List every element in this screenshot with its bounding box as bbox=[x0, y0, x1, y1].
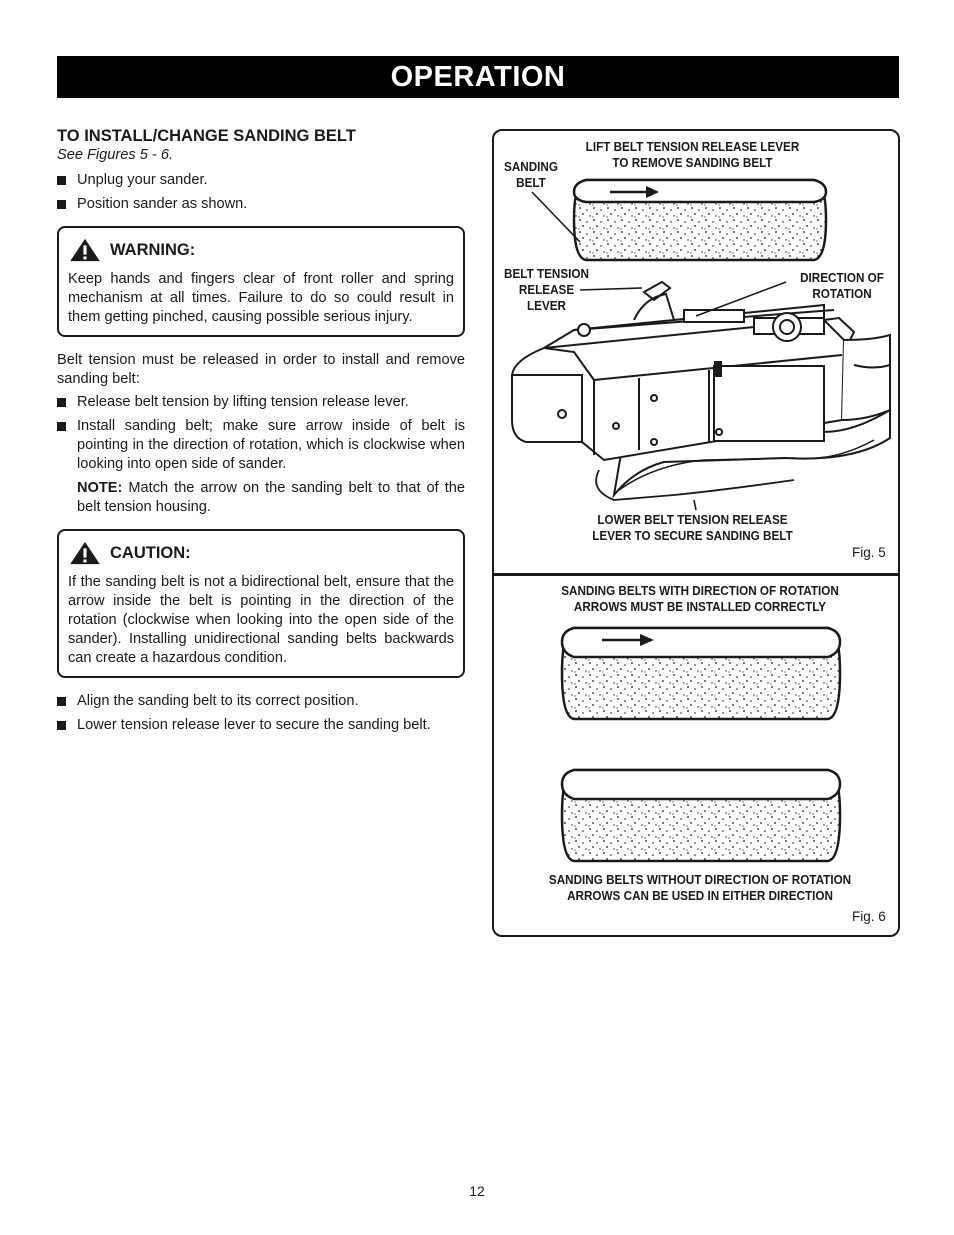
leader-line bbox=[695, 281, 787, 317]
caution-triangle-icon bbox=[70, 541, 100, 565]
note-label: NOTE: bbox=[77, 480, 123, 496]
sander-base bbox=[595, 469, 795, 501]
list-item: Release belt tension by lifting tension … bbox=[57, 393, 465, 412]
warning-title: WARNING: bbox=[110, 240, 196, 259]
bullet-list-3: Align the sanding belt to its correct po… bbox=[57, 692, 465, 735]
figure-divider bbox=[492, 573, 900, 576]
list-item: Install sanding belt; make sure arrow in… bbox=[57, 417, 465, 474]
instructions-column: TO INSTALL/CHANGE SANDING BELT See Figur… bbox=[57, 126, 465, 740]
warning-text: Keep hands and fingers clear of front ro… bbox=[68, 271, 454, 325]
caution-text: If the sanding belt is not a bidirection… bbox=[68, 574, 454, 666]
caution-title: CAUTION: bbox=[110, 543, 191, 562]
label-belts-without-arrows: SANDING BELTS WITHOUT DIRECTION OF ROTAT… bbox=[548, 872, 852, 903]
note-text: Match the arrow on the sanding belt to t… bbox=[77, 480, 465, 515]
note-paragraph: NOTE: Match the arrow on the sanding bel… bbox=[57, 479, 465, 517]
sander-body bbox=[511, 280, 891, 499]
fig6-number: Fig. 6 bbox=[852, 909, 886, 924]
label-sanding-belt: SANDING BELT bbox=[504, 159, 558, 190]
leader-line bbox=[579, 287, 643, 291]
bullet-list-2: Release belt tension by lifting tension … bbox=[57, 393, 465, 474]
page-number: 12 bbox=[469, 1183, 485, 1199]
sanding-belt-shape bbox=[572, 178, 828, 262]
sander-illustration bbox=[511, 178, 891, 511]
label-belt-tension-lever: BELT TENSION RELEASE LEVER bbox=[504, 266, 589, 313]
caution-box: CAUTION: If the sanding belt is not a bi… bbox=[57, 529, 465, 678]
warning-triangle-icon bbox=[70, 238, 100, 262]
list-item: Align the sanding belt to its correct po… bbox=[57, 692, 465, 711]
figure-frame bbox=[492, 129, 900, 937]
see-figures-note: See Figures 5 - 6. bbox=[57, 147, 173, 163]
belt-arrow bbox=[602, 634, 654, 646]
leader-line bbox=[531, 191, 581, 243]
leader-line bbox=[693, 499, 697, 511]
warning-box: WARNING: Keep hands and fingers clear of… bbox=[57, 226, 465, 337]
belt-without-arrow-illustration bbox=[560, 768, 842, 863]
belt-with-arrow-illustration bbox=[560, 626, 842, 721]
section-title: TO INSTALL/CHANGE SANDING BELT bbox=[57, 127, 356, 145]
tension-paragraph: Belt tension must be released in order t… bbox=[57, 352, 465, 387]
list-item: Lower tension release lever to secure th… bbox=[57, 716, 465, 735]
belt-arrow bbox=[610, 186, 659, 198]
label-direction-of-rotation: DIRECTION OF ROTATION bbox=[800, 270, 884, 301]
bullet-list-1: Unplug your sander. Position sander as s… bbox=[57, 171, 465, 214]
page-header: OPERATION bbox=[57, 56, 899, 98]
list-item: Position sander as shown. bbox=[57, 195, 465, 214]
label-lift-lever: LIFT BELT TENSION RELEASE LEVER TO REMOV… bbox=[585, 139, 800, 170]
label-lower-lever: LOWER BELT TENSION RELEASE LEVER TO SECU… bbox=[592, 512, 793, 543]
list-item: Unplug your sander. bbox=[57, 171, 465, 190]
label-belts-with-arrows: SANDING BELTS WITH DIRECTION OF ROTATION… bbox=[561, 583, 839, 614]
fig5-number: Fig. 5 bbox=[852, 545, 886, 560]
